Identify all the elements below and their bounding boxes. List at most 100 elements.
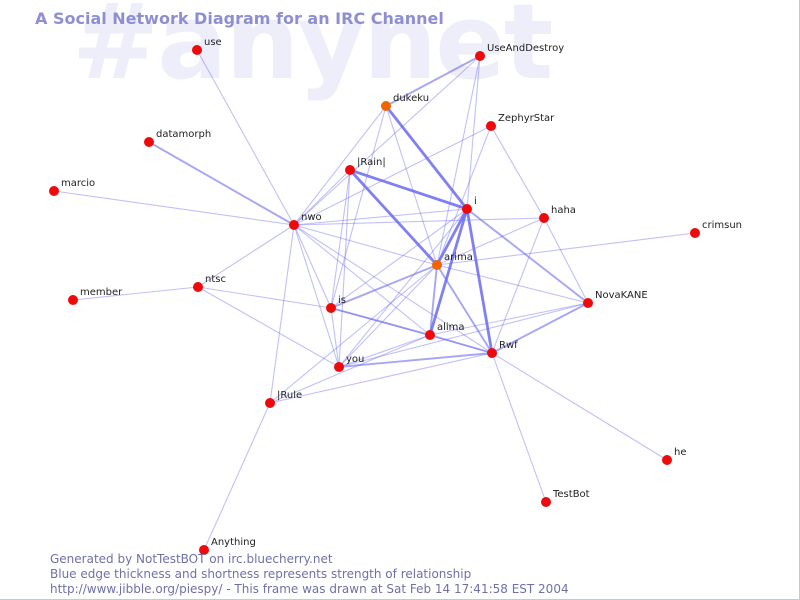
node-marcio: marcio (49, 178, 95, 196)
edge-i-Rwf (465, 208, 494, 354)
node-dot (539, 213, 549, 223)
edge-arima-NovaKANE (436, 264, 589, 304)
node-label: use (204, 37, 222, 48)
node-member: member (68, 287, 123, 305)
node-label: nwo (301, 212, 322, 223)
edge-Rwf-he (491, 352, 668, 461)
node-label: member (80, 287, 123, 298)
node-arima: arima (432, 252, 473, 270)
node-label: you (346, 354, 364, 365)
edge-nwo-alima (293, 224, 431, 336)
edge-UseAndDestroy-i (466, 55, 481, 210)
channel-watermark: #anynet (72, 0, 553, 103)
node-label: alima (437, 322, 465, 333)
edge-haha-Rwf (491, 217, 545, 354)
edge-nwo-dukeku (293, 105, 387, 226)
edge-arima-Rwf (436, 264, 493, 354)
node-dot (192, 45, 202, 55)
node-haha: haha (539, 205, 576, 223)
edge-nwo-haha (293, 217, 545, 226)
edge-ZephyrStar-arima (436, 125, 492, 266)
node-label: UseAndDestroy (487, 43, 564, 54)
edge-arima-you (338, 264, 438, 368)
node-dot (326, 303, 336, 313)
edge-i-arima (435, 208, 469, 266)
node-TestBot: TestBot (541, 489, 590, 507)
node-use: use (192, 37, 222, 55)
node-dot (68, 295, 78, 305)
node-alima: alima (425, 322, 465, 340)
edge-nwo-UseAndDestroy (293, 55, 481, 226)
node-dot (432, 260, 442, 270)
edge-NovaKANE-Rwf (491, 302, 589, 354)
node-dot (462, 204, 472, 214)
edge-Rain-is (330, 169, 351, 309)
edge-alima-Rwf (429, 334, 493, 354)
footer-credits: Generated by NotTestBOT on irc.bluecherr… (50, 552, 569, 597)
node-dot (662, 455, 672, 465)
edge-i-is (330, 208, 468, 309)
edge-IRule-Anything (203, 402, 271, 551)
edge-ZephyrStar-haha (490, 125, 545, 219)
node-label: datamorph (156, 129, 211, 140)
edge-nwo-Rwf (293, 224, 493, 354)
edge-datamorph-nwo (148, 141, 295, 226)
diagram-title: A Social Network Diagram for an IRC Chan… (35, 9, 444, 28)
edge-nwo-is (293, 224, 332, 309)
node-crimsun: crimsun (690, 220, 742, 238)
edge-is-you (330, 307, 340, 368)
node-dot (199, 545, 209, 555)
node-dot (541, 497, 551, 507)
edge-crimsun-arima (436, 232, 696, 266)
node-dot (345, 165, 355, 175)
edge-member-ntsc (72, 286, 199, 301)
edge-layer (53, 49, 696, 551)
node-nwo: nwo (289, 212, 322, 230)
footer-legend-note: Blue edge thickness and shortness repres… (50, 567, 472, 581)
edge-Rain-arima (348, 169, 439, 266)
node-dot (193, 282, 203, 292)
edge-Rain-i (349, 168, 468, 211)
node-label: he (674, 447, 687, 458)
edge-is-alima (330, 307, 431, 336)
node-dot (690, 228, 700, 238)
node-label: is (338, 295, 346, 306)
node-dot (475, 51, 485, 61)
edge-ntsc-you (197, 286, 340, 368)
node-dot (486, 121, 496, 131)
edge-nwo-ZephyrStar (293, 125, 492, 226)
node-datamorph: datamorph (144, 129, 211, 147)
node-label: marcio (61, 178, 95, 189)
node-ntsc: ntsc (193, 274, 226, 292)
node-label: |Rain| (357, 157, 386, 168)
edge-Rain-you (338, 169, 351, 368)
node-label: haha (551, 205, 576, 216)
node-label: ZephyrStar (498, 113, 555, 124)
edge-use-nwo (196, 49, 295, 226)
node-label: TestBot (552, 489, 590, 500)
edge-i-NovaKANE (466, 208, 589, 304)
node-label: arima (444, 252, 473, 263)
edge-nwo-Rain (293, 169, 351, 226)
edge-alima-you (338, 334, 431, 368)
edge-alima-IRule (269, 334, 431, 404)
node-dot (289, 220, 299, 230)
edge-nwo-arima (293, 224, 438, 266)
edge-marcio-nwo (53, 190, 295, 226)
node-IRule: |Rule (265, 390, 302, 408)
node-dot (49, 186, 59, 196)
node-label: |Rule (277, 390, 302, 401)
edge-ntsc-is (197, 286, 332, 309)
node-dukeku: dukeku (381, 93, 429, 111)
edge-UseAndDestroy-arima (436, 55, 481, 266)
edge-Rwf-you (338, 352, 493, 368)
edge-Rwf-TestBot (491, 352, 547, 503)
node-NovaKANE: NovaKANE (583, 290, 648, 308)
edge-arima-IRule (269, 264, 438, 404)
edge-nwo-i (293, 208, 468, 226)
edge-haha-NovaKANE (543, 217, 589, 304)
edge-dukeku-i (384, 105, 469, 210)
